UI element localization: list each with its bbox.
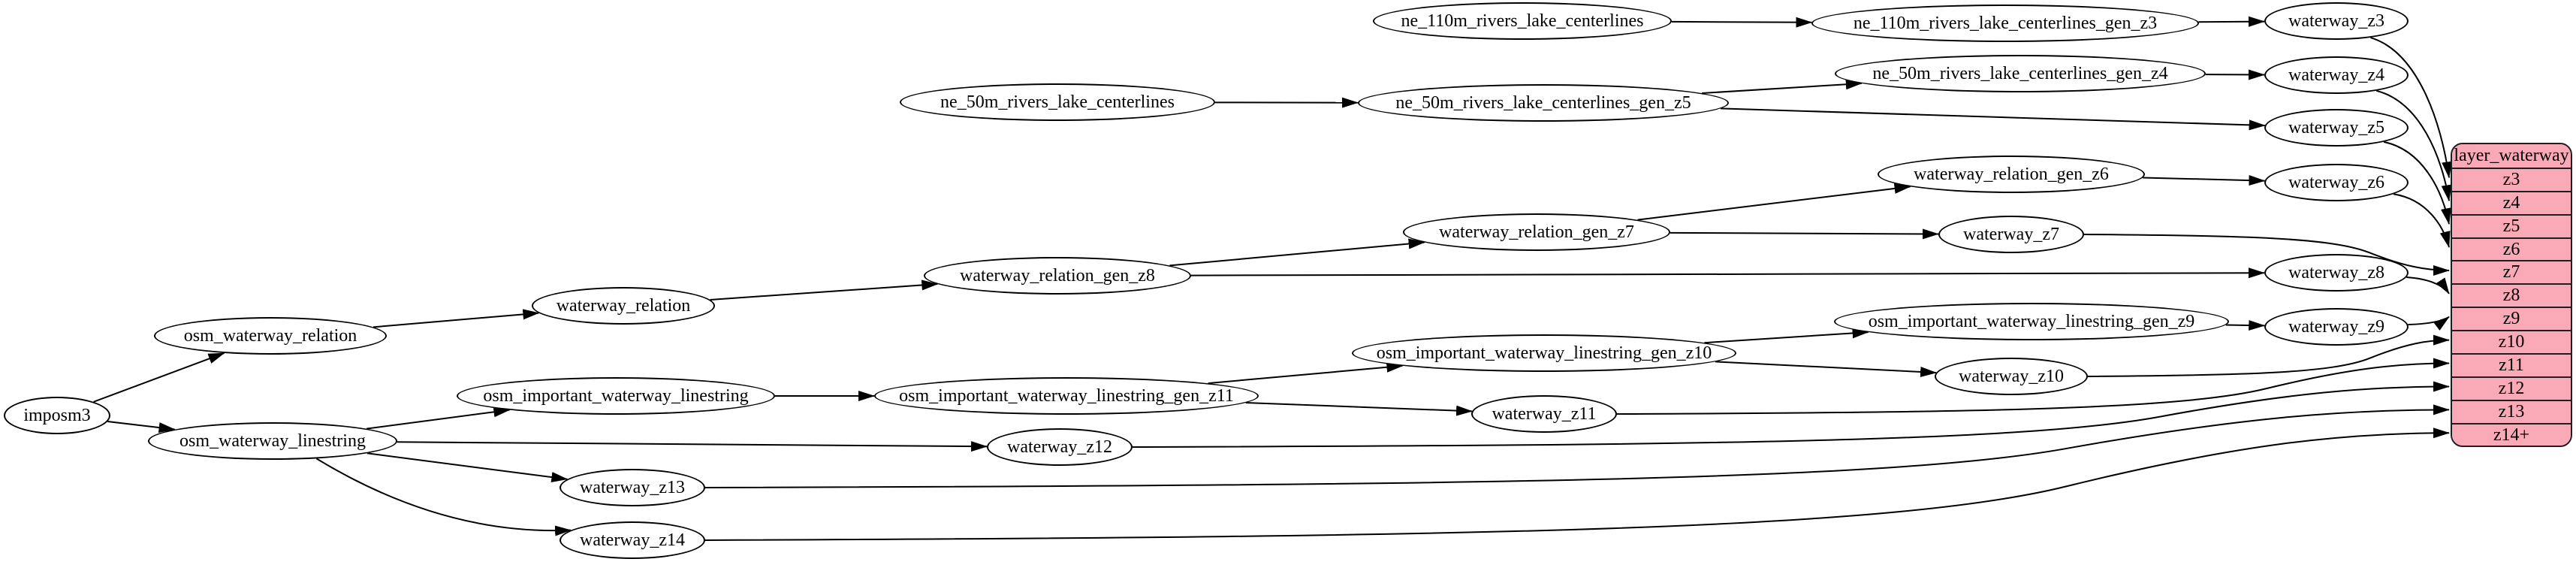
node-waterway_z10: waterway_z10: [1935, 358, 2088, 395]
edge-waterway_relation-to-waterway_relation_gen_z8: [710, 279, 939, 301]
edge-waterway_z5-to-layer_waterway-z5: [2383, 140, 2451, 225]
node-ne_50m_rivers_lake_centerlines_gen_z5: ne_50m_rivers_lake_centerlines_gen_z5: [1358, 84, 1729, 122]
table-row-z3: z3: [2452, 167, 2571, 191]
node-waterway_relation_gen_z6: waterway_relation_gen_z6: [1878, 156, 2145, 193]
edge-waterway_relation_gen_z6-to-waterway_z6: [2143, 175, 2266, 186]
node-waterway_z7: waterway_z7: [1938, 216, 2084, 253]
table-row-z8: z8: [2452, 283, 2571, 307]
node-waterway_z9: waterway_z9: [2264, 308, 2409, 346]
node-waterway_z5: waterway_z5: [2264, 109, 2409, 147]
edge-waterway_z12-to-layer_waterway-z12: [1132, 381, 2450, 448]
node-waterway_z6: waterway_z6: [2264, 164, 2409, 201]
edge-ne_50m_rivers_lake_centerlines_gen_z5-to-waterway_z5: [1720, 107, 2266, 131]
edge-waterway_z8-to-layer_waterway-z8: [2406, 276, 2450, 295]
node-osm_waterway_relation: osm_waterway_relation: [154, 317, 387, 355]
table-title: layer_waterway: [2452, 144, 2571, 168]
edge-osm_waterway_linestring-to-osm_important_waterway_linestring: [366, 406, 511, 430]
node-waterway_relation_gen_z7: waterway_relation_gen_z7: [1403, 213, 1670, 251]
edge-osm_waterway_linestring-to-waterway_z14: [315, 458, 572, 536]
edge-waterway_z9-to-layer_waterway-z9: [2408, 316, 2450, 331]
table-row-z5: z5: [2452, 213, 2571, 237]
node-imposm3: imposm3: [4, 397, 110, 434]
edge-osm_waterway_linestring-to-waterway_z13: [366, 452, 569, 483]
edge-ne_110m_rivers_lake_centerlines-to-ne_110m_rivers_lake_centerlines_gen_z3: [1671, 17, 1813, 28]
node-waterway_z4: waterway_z4: [2264, 56, 2409, 94]
edge-waterway_relation_gen_z7-to-waterway_relation_gen_z6: [1637, 183, 1911, 221]
node-osm_important_waterway_linestring_gen_z9: osm_important_waterway_linestring_gen_z9: [1834, 303, 2229, 340]
edge-osm_waterway_relation-to-waterway_relation: [373, 309, 540, 328]
edge-waterway_relation_gen_z7-to-waterway_z7: [1670, 228, 1940, 240]
edge-waterway_z6-to-layer_waterway-z6: [2393, 193, 2451, 249]
edge-waterway_z3-to-layer_waterway-z3: [2370, 37, 2453, 179]
edge-waterway_relation_gen_z8-to-waterway_relation_gen_z7: [1169, 238, 1425, 267]
edge-osm_important_waterway_linestring_gen_z10-to-waterway_z10: [1715, 361, 1938, 377]
edge-imposm3-to-osm_waterway_relation: [93, 352, 225, 403]
node-osm_important_waterway_linestring_gen_z10: osm_important_waterway_linestring_gen_z1…: [1352, 334, 1736, 372]
node-waterway_z11: waterway_z11: [1471, 395, 1617, 433]
node-waterway_z8: waterway_z8: [2264, 254, 2409, 292]
node-waterway_z3: waterway_z3: [2264, 2, 2409, 40]
table-row-z11: z11: [2452, 353, 2571, 376]
table-row-z4: z4: [2452, 190, 2571, 214]
node-ne_110m_rivers_lake_centerlines: ne_110m_rivers_lake_centerlines: [1373, 2, 1672, 40]
node-waterway_relation_gen_z8: waterway_relation_gen_z8: [924, 257, 1191, 295]
node-waterway_z13: waterway_z13: [560, 469, 705, 506]
edge-waterway_z11-to-layer_waterway-z11: [1616, 358, 2450, 415]
node-osm_important_waterway_linestring: osm_important_waterway_linestring: [457, 377, 775, 415]
edge-imposm3-to-osm_waterway_linestring: [107, 420, 176, 434]
node-waterway_z12: waterway_z12: [987, 428, 1133, 466]
edge-waterway_relation_gen_z8-to-waterway_z8: [1190, 267, 2265, 279]
edge-waterway_z14-to-layer_waterway-z14+: [704, 428, 2450, 541]
edge-ne_50m_rivers_lake_centerlines_gen_z5-to-ne_50m_rivers_lake_centerlines_gen_z4: [1702, 79, 1863, 95]
table-row-z10: z10: [2452, 330, 2571, 354]
edge-osm_waterway_linestring-to-waterway_z12: [397, 441, 988, 452]
edge-waterway_z7-to-layer_waterway-z7: [2083, 234, 2450, 276]
table-row-z6: z6: [2452, 237, 2571, 261]
node-waterway_z14: waterway_z14: [560, 521, 705, 559]
edge-waterway_z4-to-layer_waterway-z4: [2376, 89, 2452, 202]
table-row-z9: z9: [2452, 307, 2571, 331]
node-ne_110m_rivers_lake_centerlines_gen_z3: ne_110m_rivers_lake_centerlines_gen_z3: [1811, 5, 2199, 42]
edge-waterway_z13-to-layer_waterway-z13: [704, 404, 2450, 488]
node-osm_waterway_linestring: osm_waterway_linestring: [148, 422, 397, 460]
table-row-z12: z12: [2452, 376, 2571, 400]
node-ne_50m_rivers_lake_centerlines_gen_z4: ne_50m_rivers_lake_centerlines_gen_z4: [1835, 55, 2206, 92]
table-row-z13: z13: [2452, 399, 2571, 423]
node-ne_50m_rivers_lake_centerlines: ne_50m_rivers_lake_centerlines: [900, 83, 1215, 121]
edge-osm_important_waterway_linestring_gen_z11-to-osm_important_waterway_linestring_gen_z10: [1208, 361, 1404, 385]
edge-osm_important_waterway_linestring_gen_z11-to-waterway_z11: [1245, 402, 1474, 416]
node-waterway_relation: waterway_relation: [532, 287, 715, 325]
edge-ne_110m_rivers_lake_centerlines_gen_z3-to-waterway_z3: [2198, 16, 2266, 27]
edge-waterway_z10-to-layer_waterway-z10: [2087, 334, 2450, 377]
table-row-z7: z7: [2452, 260, 2571, 284]
table-row-z14+: z14+: [2452, 422, 2571, 446]
edge-osm_important_waterway_linestring_gen_z10-to-osm_important_waterway_linestring_gen_z9: [1704, 328, 1869, 344]
node-osm_important_waterway_linestring_gen_z11: osm_important_waterway_linestring_gen_z1…: [874, 377, 1259, 415]
